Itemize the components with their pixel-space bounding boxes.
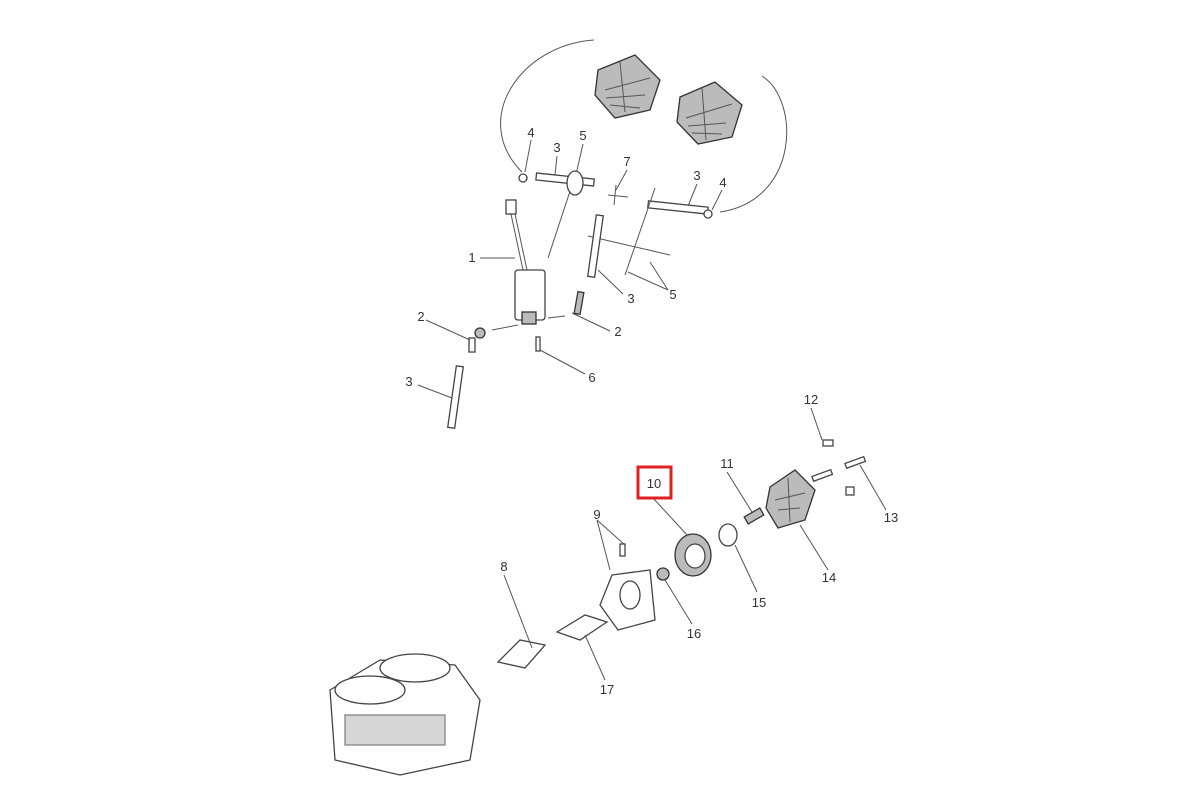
leader-lines xyxy=(417,139,887,681)
plug-part-4-left xyxy=(518,173,528,183)
callout-1: 1 xyxy=(468,250,475,265)
screw-part-6 xyxy=(535,336,541,352)
plug-part-4-right xyxy=(703,209,713,219)
bolt-part-13a xyxy=(811,468,834,483)
callout-5-upper: 5 xyxy=(579,128,586,143)
callout-11: 11 xyxy=(720,456,734,471)
callout-9: 9 xyxy=(593,507,600,522)
gasket-part-17 xyxy=(555,614,609,641)
pin-part-3-lower xyxy=(446,365,465,429)
pin-part-3-upper-left xyxy=(535,172,595,187)
callout-10-highlighted[interactable]: 10 xyxy=(647,476,661,491)
cylinder-block xyxy=(329,653,481,776)
callout-8: 8 xyxy=(500,559,507,574)
bracket-part-8 xyxy=(496,639,547,669)
washer-part-15 xyxy=(718,523,738,547)
callout-14: 14 xyxy=(822,570,836,585)
bolt-part-12 xyxy=(822,439,834,447)
rod-part-5-right xyxy=(624,187,656,276)
cross-part-7 xyxy=(607,184,629,206)
reed-block-right xyxy=(676,81,743,145)
callout-2-left: 2 xyxy=(417,309,424,324)
highlight-box xyxy=(636,465,673,500)
callout-7: 7 xyxy=(623,154,630,169)
callout-4-right: 4 xyxy=(719,175,726,190)
fitting-part-2-left xyxy=(474,327,486,339)
callout-4-left: 4 xyxy=(527,125,534,140)
pin-part-3-middle xyxy=(586,214,605,278)
nut-part-16 xyxy=(656,567,670,581)
callout-3-upper-left: 3 xyxy=(553,140,560,155)
housing-part-9 xyxy=(599,543,656,631)
callout-6: 6 xyxy=(588,370,595,385)
grouping-arc-right xyxy=(719,75,788,213)
clip-part-5-left xyxy=(566,170,584,196)
rod-part-5-cross xyxy=(587,235,671,256)
callout-3-upper-right: 3 xyxy=(693,168,700,183)
pin-part-3-upper-right xyxy=(647,200,709,215)
cover-part-14 xyxy=(765,469,816,529)
callout-17: 17 xyxy=(600,682,614,697)
callout-13: 13 xyxy=(884,510,898,525)
callout-5-lower: 5 xyxy=(669,287,676,302)
fitting-part-2-right xyxy=(573,290,585,316)
callout-15: 15 xyxy=(752,595,766,610)
spring-part-11 xyxy=(743,507,765,525)
grouping-arc-left xyxy=(500,39,595,173)
callout-2-right: 2 xyxy=(614,324,621,339)
sensor-part-1 xyxy=(505,199,546,325)
callout-3-lower: 3 xyxy=(405,374,412,389)
callout-3-middle: 3 xyxy=(627,291,634,306)
reed-block-left xyxy=(594,54,661,119)
callout-12: 12 xyxy=(804,392,818,407)
fitting-stem xyxy=(468,337,476,353)
bolt-part-13b xyxy=(844,455,867,470)
diaphragm-part-10 xyxy=(674,533,712,577)
bolt-part-13c xyxy=(845,486,855,496)
callout-16: 16 xyxy=(687,626,701,641)
